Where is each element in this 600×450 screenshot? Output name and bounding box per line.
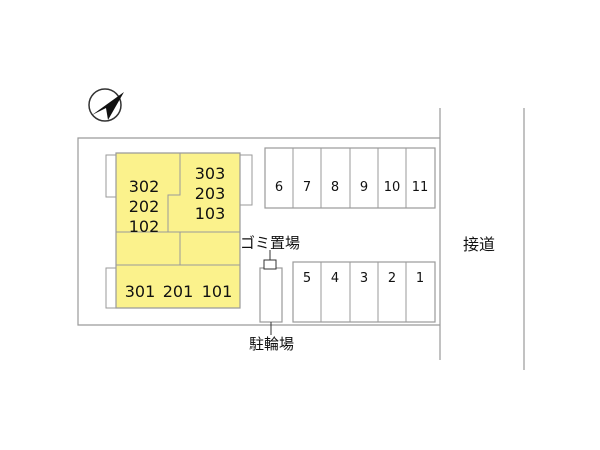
parking-slot-5: 5: [302, 271, 312, 286]
unit-label-302: 302: [128, 177, 160, 196]
parking-slot-6: 6: [274, 180, 284, 195]
unit-label-203: 203: [194, 184, 226, 203]
bicycle-parking-area: [259, 267, 283, 323]
parking-slot-1: 1: [415, 271, 425, 286]
parking-slot-3: 3: [359, 271, 369, 286]
garbage-area: [263, 259, 277, 270]
site-boundary: [77, 137, 440, 326]
parking-row-bottom: [292, 261, 436, 323]
balcony-strip-right-top: [239, 154, 253, 206]
road-label: 接道: [463, 235, 496, 254]
unit-label-102: 102: [128, 217, 160, 236]
balcony-strip-left-bottom: [105, 267, 117, 309]
parking-slot-2: 2: [387, 271, 397, 286]
balcony-strip-left-top: [105, 154, 117, 198]
unit-label-101: 101: [201, 282, 233, 301]
parking-slot-4: 4: [330, 271, 340, 286]
garbage-area-label: ゴミ置場: [240, 234, 301, 252]
building-block: [115, 152, 241, 309]
unit-label-201: 201: [162, 282, 194, 301]
unit-label-303: 303: [194, 164, 226, 183]
unit-label-202: 202: [128, 197, 160, 216]
unit-label-103: 103: [194, 204, 226, 223]
parking-slot-9: 9: [359, 180, 369, 195]
parking-row-top: [264, 147, 436, 209]
unit-label-301: 301: [124, 282, 156, 301]
north-arrow-icon: [88, 88, 124, 122]
parking-slot-8: 8: [330, 180, 340, 195]
parking-slot-11: 11: [411, 180, 429, 195]
parking-slot-7: 7: [302, 180, 312, 195]
bicycle-parking-label: 駐輪場: [249, 335, 295, 353]
parking-slot-10: 10: [383, 180, 401, 195]
